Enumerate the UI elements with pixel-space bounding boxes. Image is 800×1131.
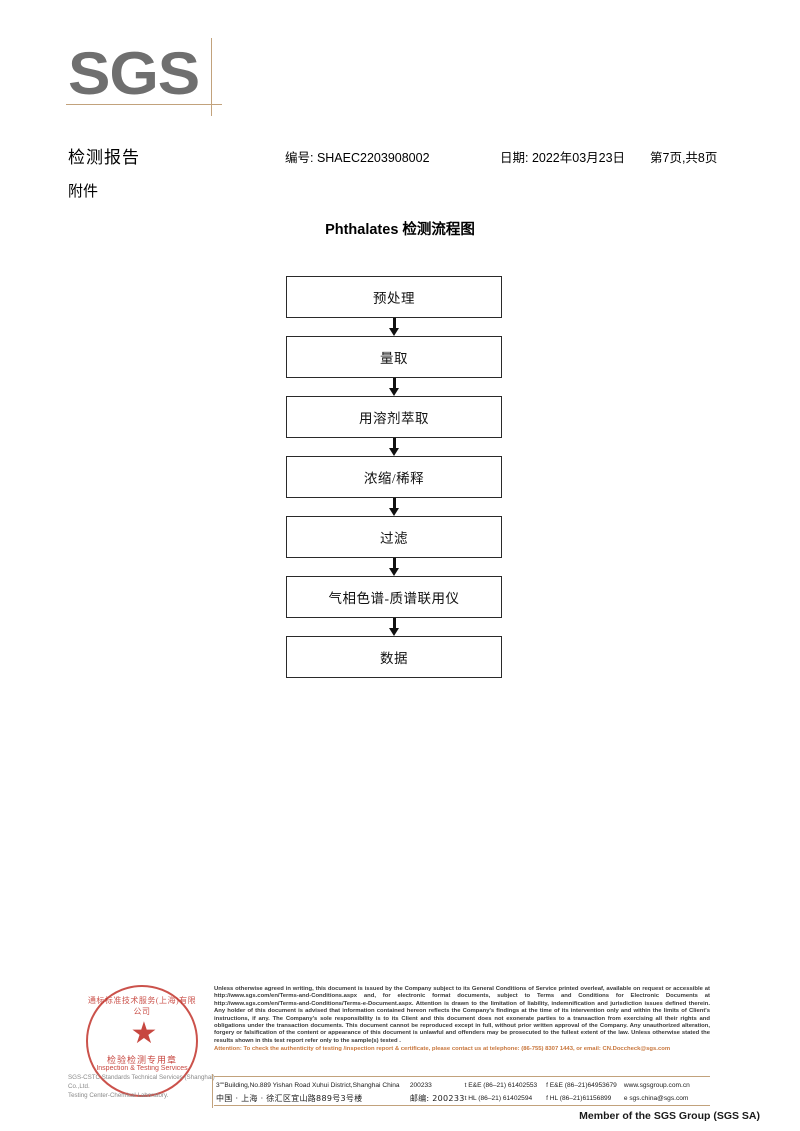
flow-node-pretreatment: 预处理 [286,276,502,318]
zip-en: 200233 [409,1082,432,1089]
flow-node-gcms: 气相色谱-质谱联用仪 [286,576,502,618]
legal-paragraph: Unless otherwise agreed in writing, this… [214,986,710,1044]
phone-cn-2: f HL (86–21)61156899 [546,1095,612,1102]
flowchart: 预处理 量取 用溶剂萃取 浓缩/稀释 过滤 气相色谱-质谱联用仪 数据 [286,276,502,678]
address-row-cn: 中国 · 上海 · 徐汇区宜山路889号3号楼 邮编: 200233 t HL … [216,1092,710,1105]
flow-arrow-1 [286,318,502,336]
flow-node-measure: 量取 [286,336,502,378]
company-gray-line-1: SGS-CSTC Standards Technical Services (S… [68,1074,215,1090]
official-seal-stamp: 通标标准技术服务(上海)有限公司 ★ 检验检测专用章 Inspection & … [86,985,202,1101]
seal-company-arc-text: 通标标准技术服务(上海)有限公司 [87,996,197,1016]
phone-en-2: f E&E (86–21)64953679 [546,1082,617,1089]
flow-node-concentrate-dilute: 浓缩/稀释 [286,456,502,498]
company-gray-text: SGS-CSTC Standards Technical Services (S… [68,1073,218,1100]
website-url: www.sgsgroup.com.cn [623,1082,690,1089]
phone-cn-1: t HL (86–21) 61402594 [464,1095,533,1102]
seal-circle [86,985,198,1097]
seal-en-text: Inspection & Testing Services [96,1065,188,1072]
legal-disclaimer: Unless otherwise agreed in writing, this… [214,986,710,1054]
sgs-logo: SGS [66,38,248,122]
footer-rule-top [214,1076,710,1077]
sgs-group-member-line: Member of the SGS Group (SGS SA) [579,1110,760,1122]
flow-arrow-4 [286,498,502,516]
seal-cn-text: 检验检测专用章 [106,1055,177,1065]
flow-arrow-3 [286,438,502,456]
attachment-label: 附件 [68,184,99,200]
sgs-logo-text: SGS [68,40,200,107]
page-title: 检测报告 [68,148,140,167]
flow-arrow-2 [286,378,502,396]
flow-node-data: 数据 [286,636,502,678]
phone-en-1: t E&E (86–21) 61402553 [464,1082,538,1089]
report-number: 编号: SHAEC2203908002 [285,151,430,165]
company-gray-line-2: Testing Center-Chemical Laboratory. [68,1092,169,1099]
footer-address-block: 3""Building,No.889 Yishan Road Xuhui Dis… [216,1079,710,1105]
flow-arrow-6 [286,618,502,636]
flow-node-filtration: 过滤 [286,516,502,558]
logo-vertical-rule [211,38,212,116]
star-icon: ★ [130,1017,158,1050]
email-address: e sgs.china@sgs.com [623,1095,689,1102]
footer-vertical-divider [212,1074,213,1108]
address-row-en: 3""Building,No.889 Yishan Road Xuhui Dis… [216,1079,710,1092]
legal-attention-notice: Attention: To check the authenticity of … [214,1046,671,1053]
address-en: 3""Building,No.889 Yishan Road Xuhui Dis… [216,1082,400,1089]
logo-horizontal-rule [66,104,222,105]
footer-rule-bottom [214,1105,710,1106]
flow-node-solvent-extraction: 用溶剂萃取 [286,396,502,438]
zip-cn: 邮编: 200233 [409,1094,465,1103]
report-date: 日期: 2022年03月23日 [500,151,626,165]
page-indicator: 第7页,共8页 [650,151,718,165]
flowchart-title: Phthalates 检测流程图 [325,222,475,238]
report-header: 检测报告 编号: SHAEC2203908002 日期: 2022年03月23日… [0,143,800,169]
flow-arrow-5 [286,558,502,576]
address-cn: 中国 · 上海 · 徐汇区宜山路889号3号楼 [216,1094,363,1103]
